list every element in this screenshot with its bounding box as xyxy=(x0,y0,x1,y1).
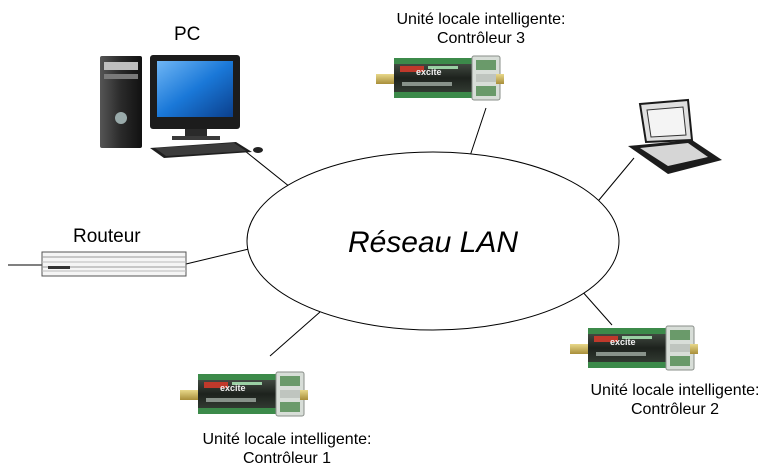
pc-icon xyxy=(100,55,263,158)
controller-2-label: Unité locale intelligente: Contrôleur 2 xyxy=(560,381,776,419)
svg-text:excite: excite xyxy=(220,383,246,393)
laptop-icon xyxy=(628,98,722,174)
controller-2-device: excite xyxy=(569,325,699,371)
controller-1-line2: Contrôleur 1 xyxy=(242,450,332,467)
controller-3-label: Unité locale intelligente: Contrôleur 3 xyxy=(366,10,596,48)
link-controller-2 xyxy=(580,289,613,326)
controller-2-line2: Contrôleur 2 xyxy=(630,401,720,418)
router-icon xyxy=(41,251,187,277)
svg-text:excite: excite xyxy=(610,337,636,347)
controller-1-line1: Unité locale intelligente: xyxy=(202,431,372,448)
link-pc xyxy=(244,150,291,188)
router-label: Routeur xyxy=(73,226,141,247)
controller-2-line1: Unité locale intelligente: xyxy=(590,382,760,399)
lan-label: Réseau LAN xyxy=(348,226,518,259)
pc-label: PC xyxy=(174,24,201,45)
link-laptop xyxy=(593,157,635,207)
controller-3-line2: Contrôleur 3 xyxy=(436,30,526,47)
controller-3-device: excite xyxy=(375,55,505,101)
link-router xyxy=(185,247,254,265)
svg-text:excite: excite xyxy=(416,67,442,77)
link-controller-1 xyxy=(269,311,321,357)
controller-1-label: Unité locale intelligente: Contrôleur 1 xyxy=(172,430,402,468)
controller-1-device: excite xyxy=(179,371,309,417)
lan-ellipse xyxy=(246,151,620,331)
controller-3-line1: Unité locale intelligente: xyxy=(396,11,566,28)
